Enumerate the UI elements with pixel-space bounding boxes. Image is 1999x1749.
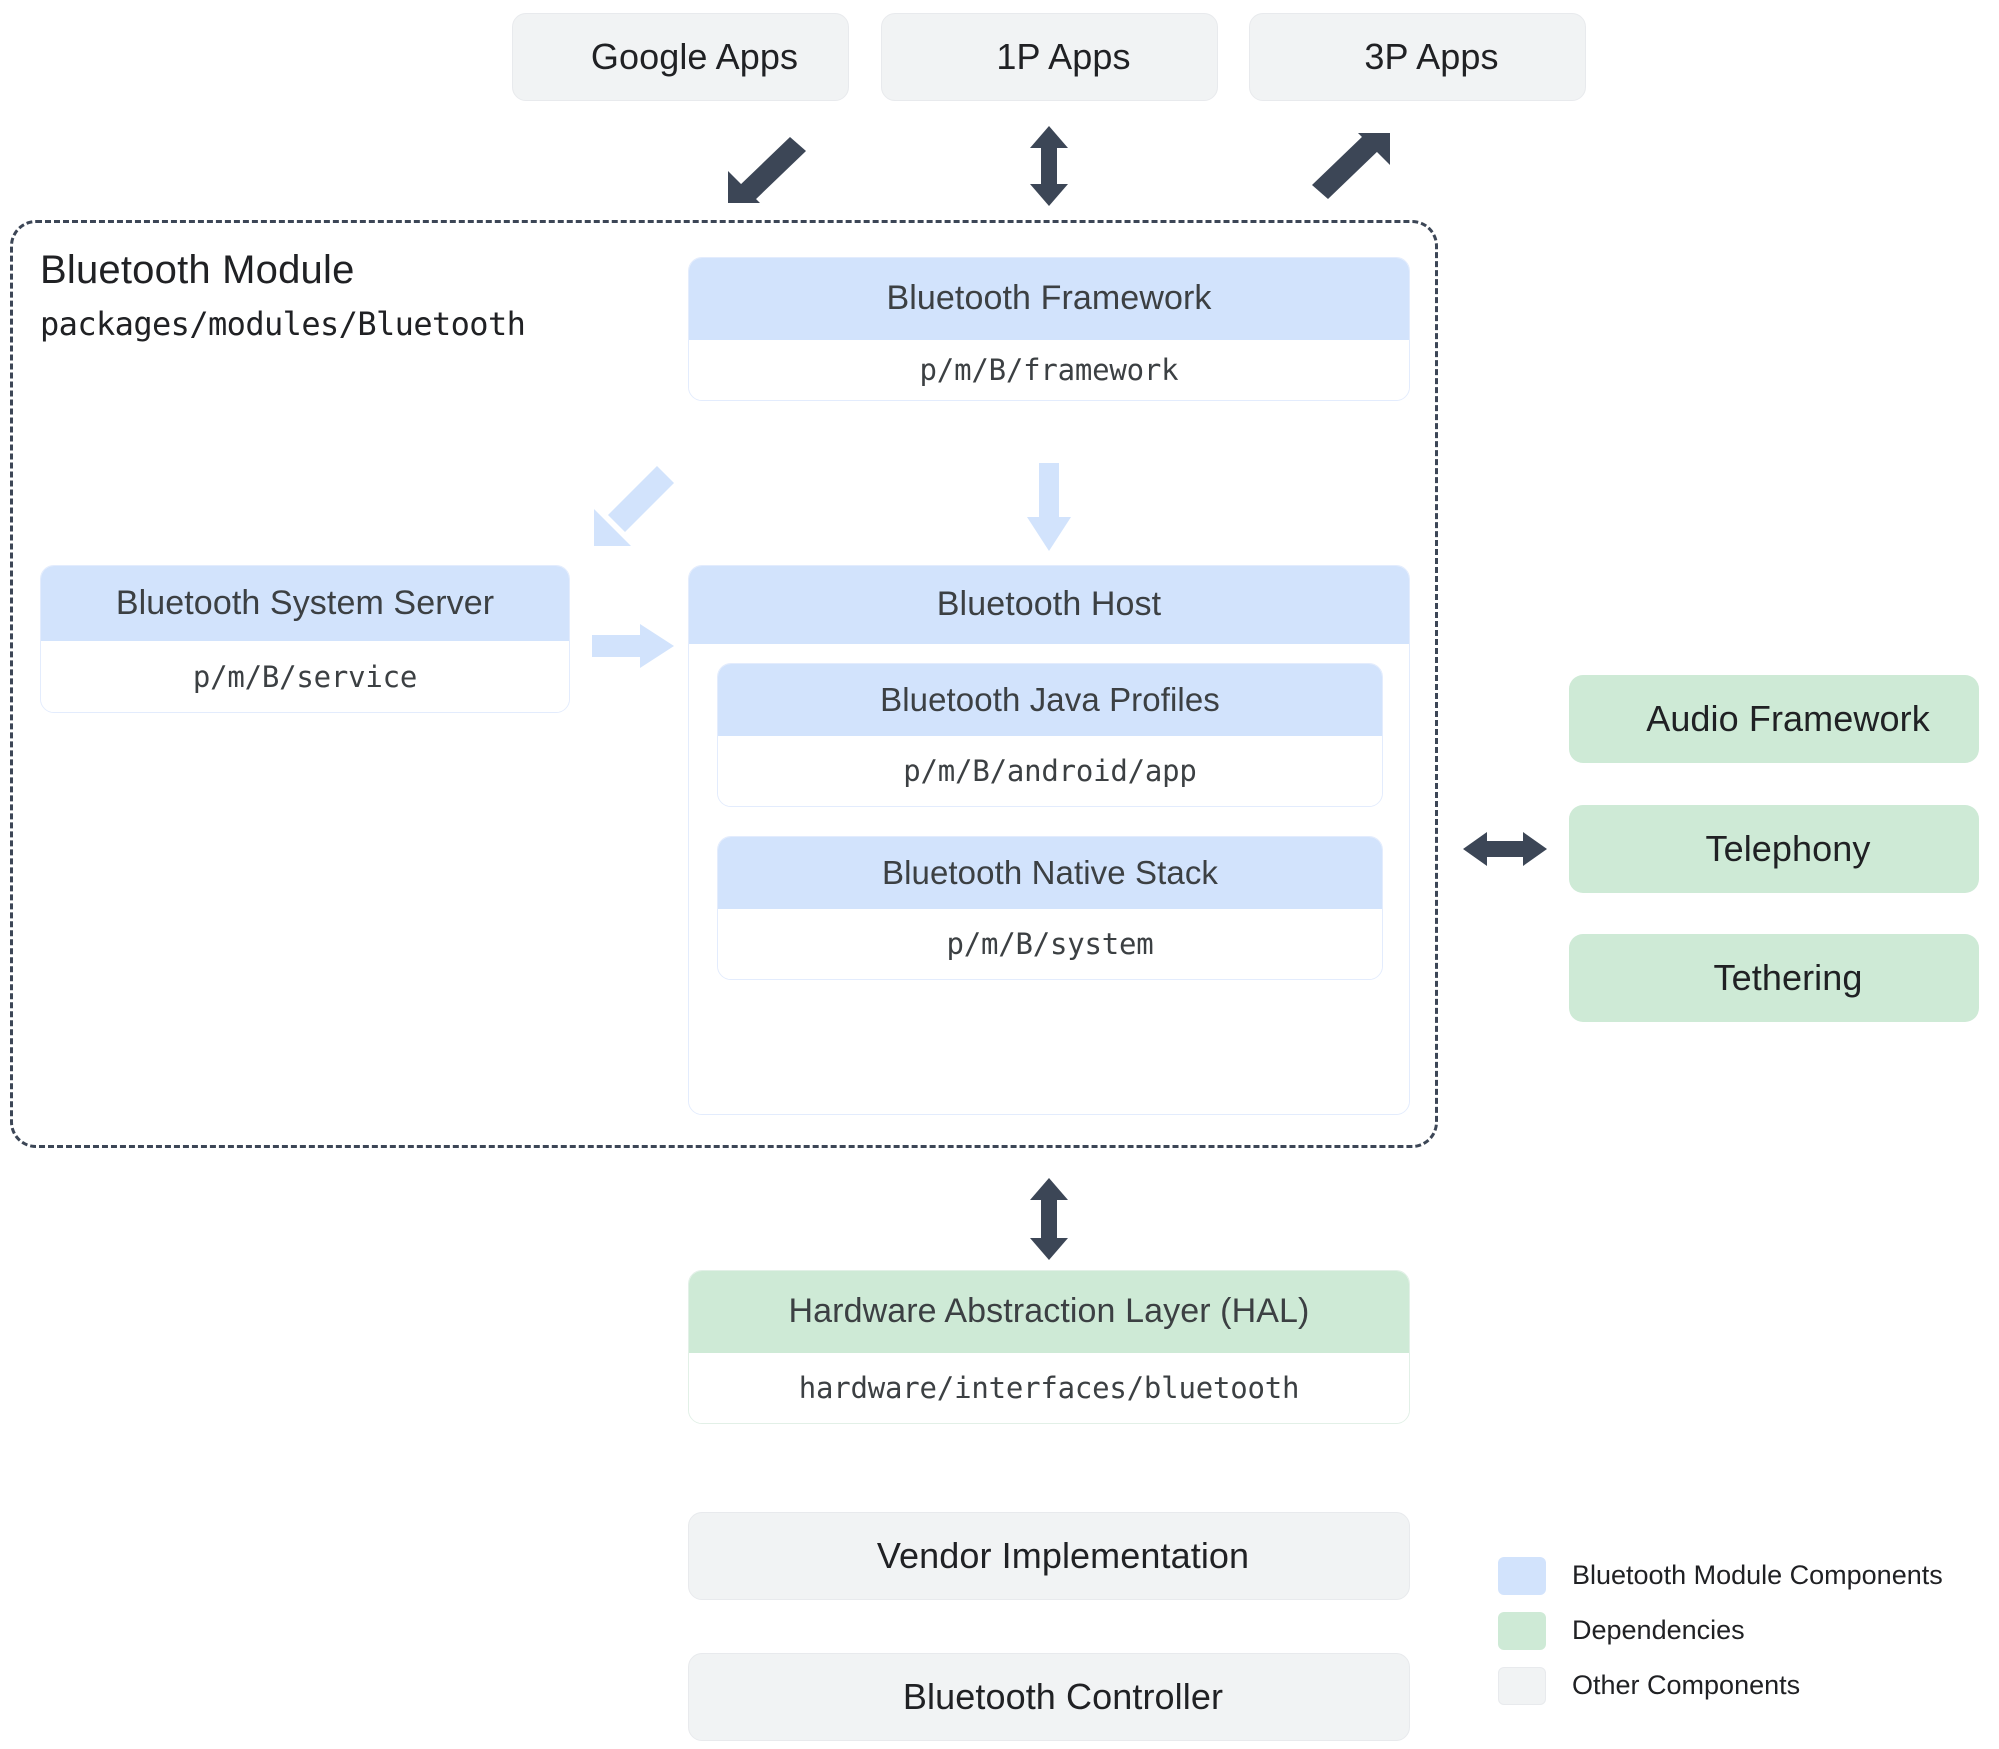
module-path: packages/modules/Bluetooth bbox=[40, 305, 526, 343]
legend-swatch-dependencies bbox=[1498, 1611, 1546, 1650]
component-title: Bluetooth Controller bbox=[902, 1676, 1224, 1718]
dependency-label: Tethering bbox=[1713, 957, 1863, 999]
bluetooth-module-container bbox=[10, 220, 1438, 1148]
component-title: Hardware Abstraction Layer (HAL) bbox=[689, 1271, 1409, 1353]
app-box-google-apps[interactable]: Google Apps bbox=[512, 13, 849, 101]
component-bluetooth-host[interactable]: Bluetooth Host Bluetooth Java Profiles p… bbox=[688, 565, 1410, 1115]
component-path: p/m/B/android/app bbox=[718, 736, 1382, 806]
component-path: p/m/B/service bbox=[41, 641, 569, 712]
module-title: Bluetooth Module bbox=[40, 248, 355, 292]
up-down-arrow-icon bbox=[1030, 126, 1068, 206]
legend-item-other-components: Other Components bbox=[1498, 1658, 1978, 1713]
framework-to-server-arrow-icon bbox=[594, 466, 674, 546]
legend-item-dependencies: Dependencies bbox=[1498, 1603, 1978, 1658]
component-path: p/m/B/framework bbox=[689, 340, 1409, 400]
legend-item-module-components: Bluetooth Module Components bbox=[1498, 1548, 1978, 1603]
legend-label: Bluetooth Module Components bbox=[1572, 1560, 1943, 1590]
host-to-hal-arrow-icon bbox=[1030, 1178, 1068, 1260]
legend-label: Dependencies bbox=[1572, 1615, 1745, 1645]
component-bluetooth-system-server[interactable]: Bluetooth System Server p/m/B/service bbox=[40, 565, 570, 713]
component-path: p/m/B/system bbox=[718, 909, 1382, 979]
component-title: Bluetooth Framework bbox=[689, 258, 1409, 340]
dependency-audio-framework[interactable]: Audio Framework bbox=[1569, 675, 1979, 763]
framework-to-host-arrow-icon bbox=[1027, 463, 1071, 551]
component-title: Bluetooth Java Profiles bbox=[718, 664, 1382, 736]
component-title: Bluetooth System Server bbox=[41, 566, 569, 641]
component-bluetooth-framework[interactable]: Bluetooth Framework p/m/B/framework bbox=[688, 257, 1410, 401]
app-box-label: 1P Apps bbox=[996, 36, 1131, 78]
component-vendor-implementation[interactable]: Vendor Implementation bbox=[688, 1512, 1410, 1600]
app-box-1p-apps[interactable]: 1P Apps bbox=[881, 13, 1218, 101]
component-path: hardware/interfaces/bluetooth bbox=[689, 1353, 1409, 1423]
dependency-tethering[interactable]: Tethering bbox=[1569, 934, 1979, 1022]
module-to-dependencies-arrow-icon bbox=[1463, 832, 1547, 866]
legend-label: Other Components bbox=[1572, 1670, 1801, 1700]
legend-swatch-module-components bbox=[1498, 1556, 1546, 1595]
component-hal[interactable]: Hardware Abstraction Layer (HAL) hardwar… bbox=[688, 1270, 1410, 1424]
app-box-3p-apps[interactable]: 3P Apps bbox=[1249, 13, 1586, 101]
server-to-host-arrow-icon bbox=[592, 624, 674, 668]
component-bluetooth-native-stack[interactable]: Bluetooth Native Stack p/m/B/system bbox=[717, 836, 1383, 980]
up-right-arrow-icon bbox=[1312, 133, 1390, 199]
legend-swatch-other-components bbox=[1498, 1666, 1546, 1705]
component-title: Bluetooth Native Stack bbox=[718, 837, 1382, 909]
dependency-label: Telephony bbox=[1705, 828, 1871, 870]
dependency-label: Audio Framework bbox=[1646, 698, 1930, 740]
component-bluetooth-java-profiles[interactable]: Bluetooth Java Profiles p/m/B/android/ap… bbox=[717, 663, 1383, 807]
legend: Bluetooth Module Components Dependencies… bbox=[1498, 1548, 1978, 1713]
down-left-arrow-icon bbox=[728, 137, 806, 203]
host-children: Bluetooth Java Profiles p/m/B/android/ap… bbox=[689, 644, 1409, 1114]
dependency-telephony[interactable]: Telephony bbox=[1569, 805, 1979, 893]
component-title: Vendor Implementation bbox=[876, 1535, 1250, 1577]
component-title: Bluetooth Host bbox=[689, 566, 1409, 644]
app-box-label: Google Apps bbox=[590, 36, 799, 78]
app-box-label: 3P Apps bbox=[1364, 36, 1499, 78]
component-bluetooth-controller[interactable]: Bluetooth Controller bbox=[688, 1653, 1410, 1741]
